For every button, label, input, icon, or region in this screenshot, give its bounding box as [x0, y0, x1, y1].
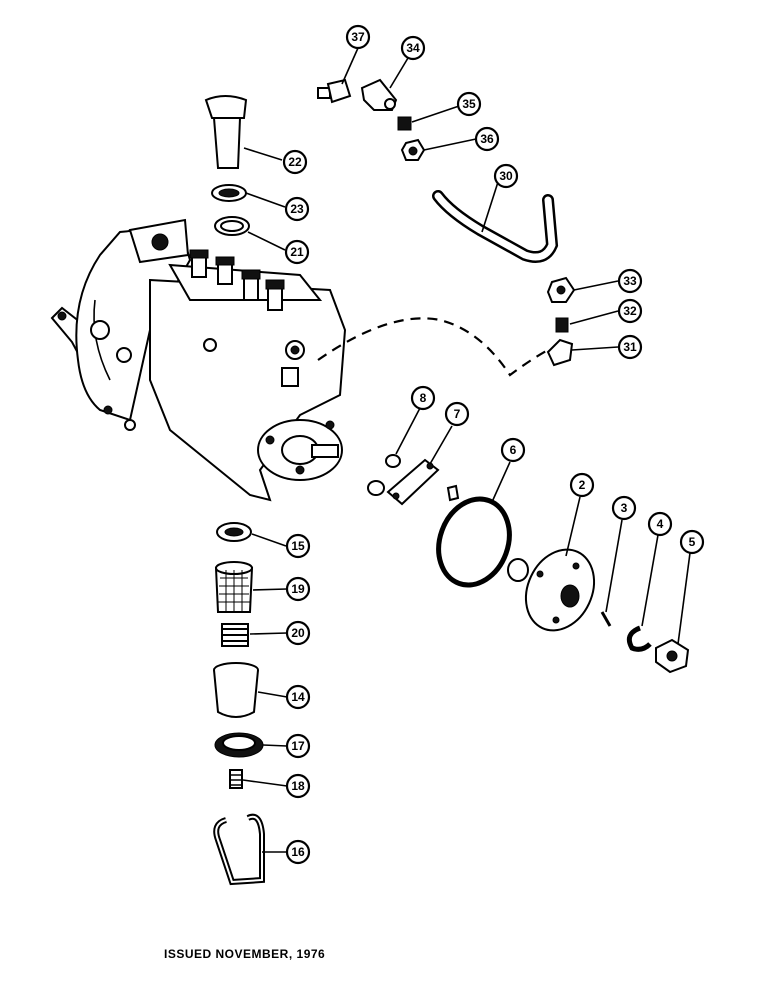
- svg-text:37: 37: [351, 30, 365, 44]
- svg-text:34: 34: [406, 41, 420, 55]
- sleeve-35: [397, 116, 412, 131]
- lockwasher-4: [626, 625, 652, 652]
- callout-31: 31: [617, 334, 643, 360]
- svg-text:7: 7: [454, 407, 461, 421]
- filter-cover-22: [204, 95, 248, 169]
- callout-4: 4: [647, 511, 673, 537]
- svg-text:6: 6: [510, 443, 517, 457]
- svg-text:18: 18: [291, 779, 305, 793]
- svg-text:35: 35: [462, 97, 476, 111]
- svg-text:5: 5: [689, 535, 696, 549]
- bowl-14: [213, 662, 259, 718]
- callout-19: 19: [285, 576, 311, 602]
- svg-text:15: 15: [291, 539, 305, 553]
- svg-text:33: 33: [623, 274, 637, 288]
- seal-23: [211, 184, 247, 202]
- svg-text:19: 19: [291, 582, 305, 596]
- elbow-34: [360, 78, 398, 111]
- callout-7: 7: [444, 401, 470, 427]
- svg-text:8: 8: [420, 391, 427, 405]
- leader-lines: [242, 47, 691, 853]
- bail-16: [213, 813, 265, 886]
- svg-text:20: 20: [291, 626, 305, 640]
- nut-36: [400, 138, 426, 161]
- callout-20: 20: [285, 620, 311, 646]
- callout-36: 36: [474, 126, 500, 152]
- connector-37: [317, 78, 352, 104]
- bracket-7: [386, 458, 460, 506]
- issued-date: ISSUED NOVEMBER, 1976: [164, 947, 326, 961]
- svg-text:32: 32: [623, 304, 637, 318]
- nut-5: [655, 638, 690, 674]
- svg-text:22: 22: [288, 155, 302, 169]
- sleeve-32: [555, 317, 569, 333]
- o-ring-6: [436, 496, 512, 588]
- callout-15: 15: [285, 533, 311, 559]
- callout-32: 32: [617, 298, 643, 324]
- hose-30: [432, 190, 559, 263]
- callout-35: 35: [456, 91, 482, 117]
- gasket-17: [214, 732, 264, 758]
- svg-text:16: 16: [291, 845, 305, 859]
- callout-16: 16: [285, 839, 311, 865]
- svg-text:17: 17: [291, 739, 305, 753]
- callout-3: 3: [611, 495, 637, 521]
- svg-text:3: 3: [621, 501, 628, 515]
- callout-2: 2: [569, 472, 595, 498]
- gasket-15: [216, 522, 252, 542]
- nut-33: [546, 276, 576, 303]
- elbow-31: [546, 338, 574, 367]
- spacer: [507, 558, 529, 582]
- svg-text:31: 31: [623, 340, 637, 354]
- pipe-route-line: [317, 317, 549, 377]
- callout-30: 30: [493, 163, 519, 189]
- washer-21: [214, 216, 250, 236]
- callout-21: 21: [284, 239, 310, 265]
- callout-14: 14: [285, 684, 311, 710]
- svg-text:2: 2: [579, 478, 586, 492]
- callout-6: 6: [500, 437, 526, 463]
- callout-8: 8: [410, 385, 436, 411]
- svg-text:30: 30: [499, 169, 513, 183]
- callout-17: 17: [285, 733, 311, 759]
- svg-text:14: 14: [291, 690, 305, 704]
- svg-text:21: 21: [290, 245, 304, 259]
- callout-33: 33: [617, 268, 643, 294]
- hub-2: [524, 548, 596, 632]
- filter-element-19: [214, 561, 254, 613]
- callout-22: 22: [282, 149, 308, 175]
- svg-text:36: 36: [480, 132, 494, 146]
- spring-20: [221, 623, 249, 647]
- screw-18: [229, 769, 243, 789]
- callout-5: 5: [679, 529, 705, 555]
- bushing-8: [367, 454, 401, 496]
- callout-23: 23: [284, 196, 310, 222]
- key-3: [600, 611, 612, 627]
- callout-18: 18: [285, 773, 311, 799]
- callout-34: 34: [400, 35, 426, 61]
- svg-text:4: 4: [657, 517, 664, 531]
- callout-37: 37: [345, 24, 371, 50]
- svg-text:23: 23: [290, 202, 304, 216]
- injection-pump: [50, 218, 347, 502]
